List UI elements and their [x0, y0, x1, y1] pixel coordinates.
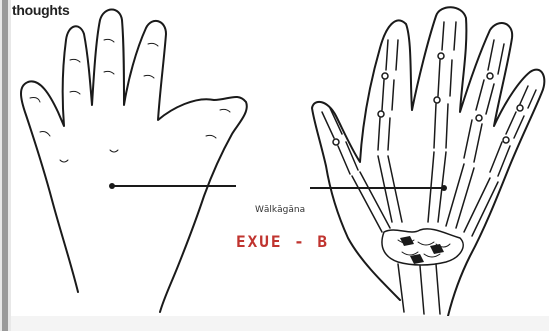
hand-skeleton [312, 7, 544, 316]
label-top-left: thoughts [12, 2, 69, 18]
pointer-line [109, 183, 447, 191]
bottom-stripe [11, 316, 549, 331]
hand-outline [21, 10, 247, 313]
label-code: EXUE - B [236, 232, 329, 251]
label-middle: Wālkāgāna [255, 205, 305, 215]
